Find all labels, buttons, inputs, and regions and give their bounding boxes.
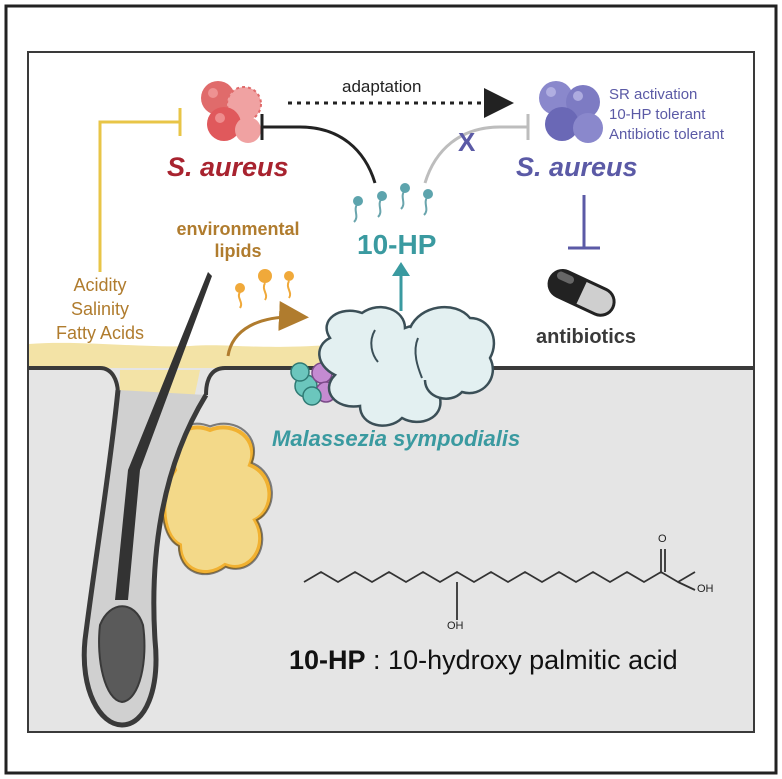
inhibition-line-conditions — [98, 120, 180, 272]
10hp-tolerant-label: 10-HP tolerant — [609, 106, 706, 123]
malassezia-label: Malassezia sympodialis — [272, 426, 521, 451]
blue-bacteria-cluster-icon — [539, 81, 603, 143]
environmental-lipids-icon — [235, 269, 294, 309]
sebaceous-gland — [162, 425, 272, 575]
environmental-label: environmental — [176, 219, 300, 239]
antibiotics-label: antibiotics — [536, 326, 637, 348]
10hp-molecules-icon — [353, 183, 433, 223]
lipids-label: lipids — [214, 241, 262, 261]
s-aureus-left-label: S. aureus — [167, 152, 289, 182]
hair-shaft — [115, 272, 212, 600]
fatty-acids-label: Fatty Acids — [55, 323, 145, 343]
formula-separator: : — [365, 645, 389, 675]
capsule-icon — [547, 269, 616, 317]
block-mark: X — [458, 127, 476, 157]
yeast-cell-icon — [290, 305, 496, 427]
sr-activation-label: SR activation — [609, 86, 698, 103]
10hp-structure — [303, 549, 696, 620]
antibiotic-tolerant-label: Antibiotic tolerant — [609, 126, 725, 143]
10hp-label: 10-HP — [357, 229, 437, 260]
hydroxy-oh-label: OH — [447, 620, 464, 632]
formula-abbrev: 10-HP — [289, 645, 366, 675]
adaptation-label: adaptation — [342, 77, 422, 96]
acidity-label: Acidity — [73, 275, 127, 295]
lipid-uptake-arrow — [226, 301, 309, 357]
carbonyl-o-label: O — [658, 533, 667, 545]
red-bacteria-cluster-icon — [201, 81, 262, 143]
inhibition-line-10hp — [262, 125, 377, 184]
blocked-line — [423, 125, 528, 184]
salinity-label: Salinity — [70, 299, 130, 319]
formula-caption: 10-HP : 10-hydroxy palmitic acid — [289, 645, 678, 676]
acid-oh-label: OH — [697, 583, 714, 595]
formula-name: 10-hydroxy palmitic acid — [388, 645, 678, 675]
s-aureus-right-label: S. aureus — [516, 152, 638, 182]
